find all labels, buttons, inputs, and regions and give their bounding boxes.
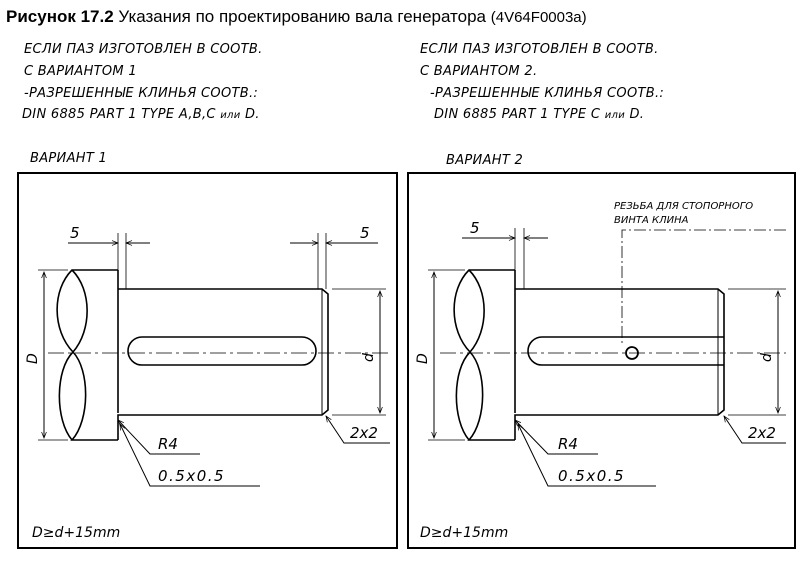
- note-right-end: D.: [629, 107, 645, 122]
- variant2-chamfer-leader: [723, 415, 786, 444]
- note-right-or: или: [604, 110, 625, 121]
- variant1-radius-leader: [117, 419, 200, 455]
- note-right-din: DIN 6885 PART 1 TYPE C: [434, 107, 601, 122]
- variant1-label: ВАРИАНТ 1: [30, 151, 108, 166]
- variant1-break-line: [58, 269, 88, 441]
- variant1-dim-5-right: 5: [360, 224, 370, 242]
- note-left-din: DIN 6885 PART 1 TYPE A,B,C: [22, 107, 216, 122]
- variant2-dim-5: 5: [470, 219, 480, 237]
- figure-caption: Указания по проектированию вала генерато…: [118, 7, 487, 26]
- variant1-rule: D≥d+15mm: [32, 525, 120, 541]
- note-left-line3: -РАЗРЕШЕННЫЕ КЛИНЬЯ СООТВ.:: [24, 86, 259, 101]
- note-right-line1: ЕСЛИ ПАЗ ИЗГОТОВЛЕН В СООТВ.: [420, 42, 659, 57]
- variant1-dim-5-left: 5: [70, 224, 80, 242]
- variant2-break-line: [455, 269, 485, 441]
- variant2-keyway-slot: [527, 336, 724, 366]
- variant1-undercut-leader: [119, 423, 260, 487]
- variant1-d-label: d: [361, 353, 377, 362]
- variant2-radius-label: R4: [558, 435, 578, 453]
- variant2-thread-note-line2: ВИНТА КЛИНА: [614, 215, 689, 226]
- note-right-line2: С ВАРИАНТОМ 2.: [420, 64, 538, 79]
- variant2-label: ВАРИАНТ 2: [446, 153, 524, 168]
- variant2-undercut-leader: [517, 423, 656, 487]
- variant1-radius-label: R4: [158, 435, 178, 453]
- note-right-line3: -РАЗРЕШЕННЫЕ КЛИНЬЯ СООТВ.:: [430, 86, 665, 101]
- variant2-d-label: d: [759, 353, 775, 362]
- figure-code: (4V64F0003a): [490, 9, 587, 26]
- variant2-D-label: D: [415, 353, 431, 364]
- note-left-line2: С ВАРИАНТОМ 1: [24, 64, 137, 79]
- variant1-chamfer-label: 2x2: [350, 424, 378, 442]
- note-left-line1: ЕСЛИ ПАЗ ИЗГОТОВЛЕН В СООТВ.: [24, 42, 263, 57]
- variant2-undercut-label: 0.5x0.5: [558, 467, 625, 485]
- figure-label: Рисунок 17.2: [6, 7, 114, 26]
- variant2-thread-note-line1: РЕЗЬБА ДЛЯ СТОПОРНОГО: [614, 201, 753, 212]
- variant1-D-label: D: [25, 353, 41, 364]
- variant1-undercut-label: 0.5x0.5: [158, 467, 225, 485]
- note-right-line4: DIN 6885 PART 1 TYPE C или D.: [434, 107, 644, 122]
- variant2-thread-leader: [621, 229, 786, 346]
- figure-title: Рисунок 17.2 Указания по проектированию …: [6, 7, 587, 27]
- variant2-shoulder-outline: [453, 269, 515, 441]
- note-left-or: или: [220, 110, 241, 121]
- variant1-keyway-slot: [127, 336, 317, 366]
- variant2-frame: [407, 172, 796, 549]
- variant1-frame: [17, 172, 398, 549]
- variant2-rule: D≥d+15mm: [420, 525, 508, 541]
- variant1-chamfer-leader: [325, 415, 390, 444]
- note-left-line4: DIN 6885 PART 1 TYPE A,B,C или D.: [22, 107, 260, 122]
- variant2-panel: РЕЗЬБА ДЛЯ СТОПОРНОГО ВИНТА КЛИНА D d 5 …: [407, 172, 796, 549]
- variant1-shoulder-outline: [56, 269, 118, 441]
- note-left-end: D.: [244, 107, 260, 122]
- variant2-radius-leader: [514, 419, 598, 455]
- variant2-chamfer-label: 2x2: [748, 424, 776, 442]
- variant1-panel: D d 5 5 2x2 R4 0.5x0.5 D≥d+15mm: [17, 172, 398, 549]
